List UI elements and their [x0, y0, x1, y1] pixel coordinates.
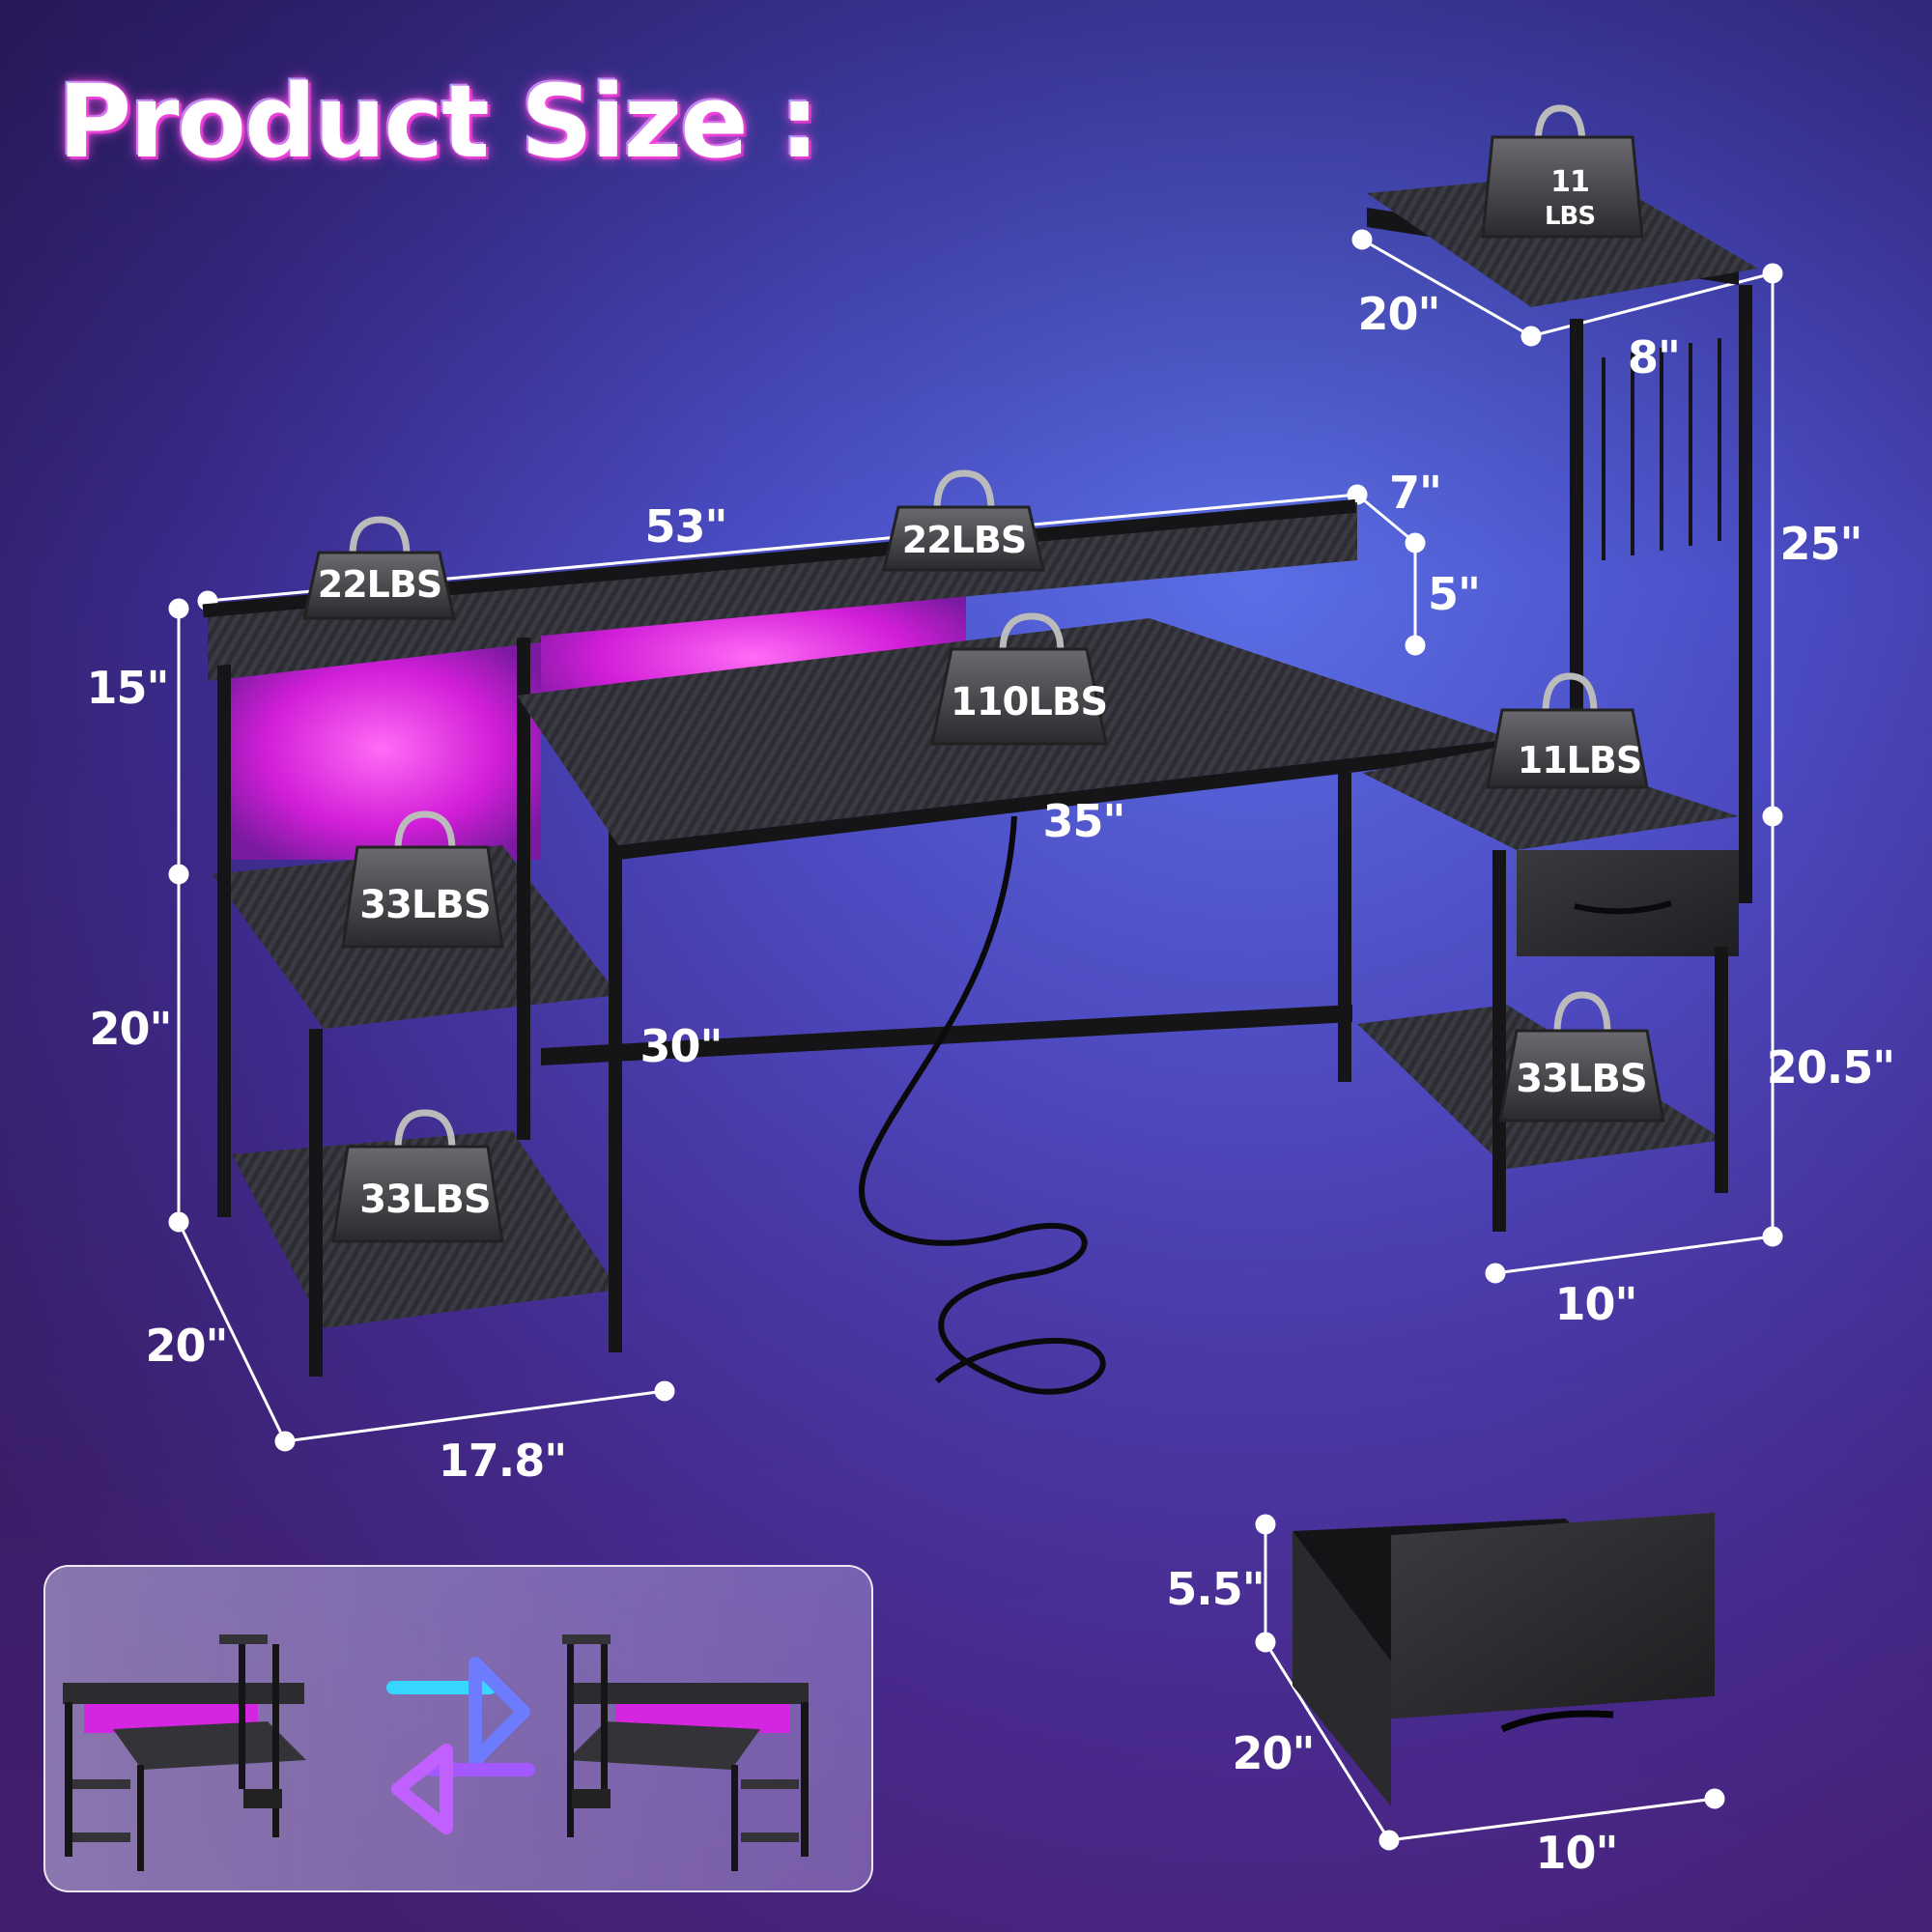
config-left-thumb — [63, 1634, 306, 1871]
weight-left-low-label: 33LBS — [359, 1178, 490, 1222]
weight-cabinet-top-label: 11LBS — [1518, 739, 1641, 781]
swap-arrows-icon — [386, 1657, 535, 1834]
weight-hutch-left: 22LBS — [302, 516, 456, 620]
weight-top-label-2: LBS — [1545, 202, 1595, 231]
weight-left-low: 33LBS — [331, 1109, 504, 1243]
reversible-illustration — [63, 1634, 809, 1871]
dim-top-shelf-width: 8" — [1628, 331, 1681, 384]
dim-drawer-height: 5.5" — [1166, 1563, 1264, 1615]
dim-drawer-depth: 20" — [1232, 1727, 1316, 1779]
dim-desk-main: 35" — [1042, 795, 1126, 847]
weight-hutch-left-label: 22LBS — [318, 563, 441, 606]
weight-cabinet-low: 33LBS — [1498, 991, 1665, 1122]
dim-cabinet-width: 10" — [1554, 1278, 1638, 1330]
weight-left-mid-label: 33LBS — [359, 883, 490, 927]
config-right-thumb — [562, 1634, 809, 1871]
weight-desktop: 110LBS — [930, 612, 1108, 746]
dim-left-width: 17.8" — [438, 1435, 567, 1487]
dim-hutch-height: 5" — [1428, 568, 1481, 620]
drawer-illustration — [1293, 1512, 1715, 1806]
weight-left-mid: 33LBS — [341, 810, 504, 949]
weight-top-shelf: 11 LBS — [1481, 104, 1644, 239]
dim-desk-height: 30" — [639, 1020, 724, 1072]
dim-left-shelf-height: 15" — [86, 662, 170, 714]
weight-hutch-center: 22LBS — [882, 469, 1045, 572]
dim-hutch-depth: 7" — [1389, 467, 1442, 519]
weight-cabinet-top: 11LBS — [1486, 672, 1649, 789]
dim-desk-depth-side: 20" — [145, 1320, 229, 1372]
dim-top-shelf-depth: 20" — [1357, 288, 1441, 340]
dim-desk-length: 53" — [644, 500, 728, 553]
page-title: Product Size : — [58, 63, 819, 181]
right-cabinet-tower — [1357, 172, 1758, 1232]
dim-tower-height: 25" — [1779, 518, 1863, 570]
dim-cabinet-height: 20.5" — [1766, 1041, 1895, 1094]
weight-cabinet-low-label: 33LBS — [1516, 1057, 1646, 1101]
dim-drawer-width: 10" — [1535, 1827, 1619, 1879]
dim-left-lower-height: 20" — [89, 1003, 173, 1055]
weight-top-label-1: 11 — [1550, 165, 1589, 199]
weight-desktop-label: 110LBS — [951, 680, 1107, 724]
reversible-inset — [43, 1565, 873, 1892]
weight-hutch-center-label: 22LBS — [902, 519, 1026, 561]
